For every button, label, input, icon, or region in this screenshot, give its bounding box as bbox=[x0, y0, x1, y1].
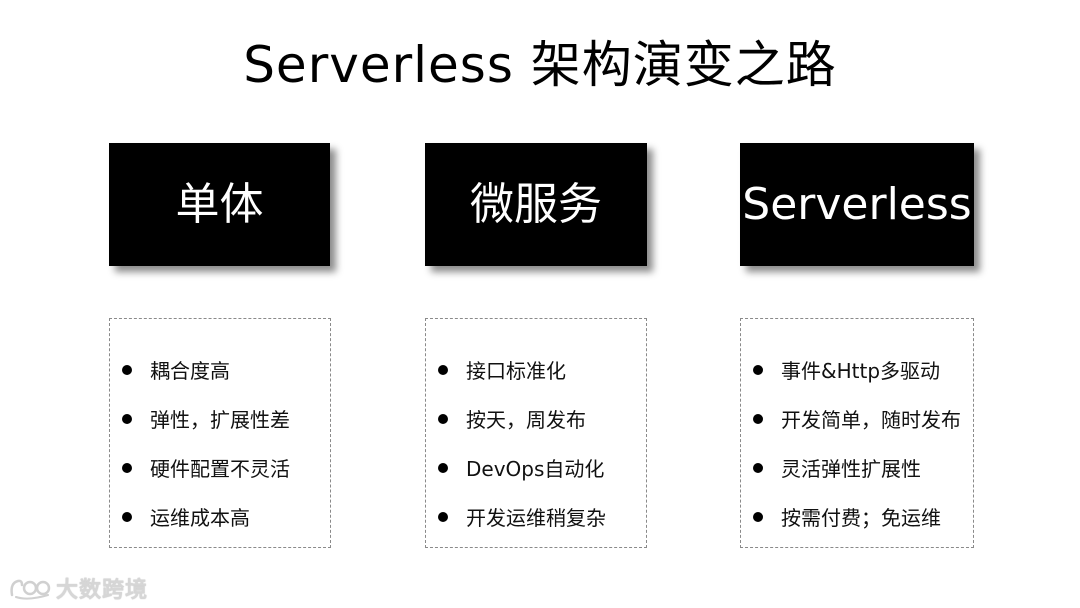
bullet-icon bbox=[122, 364, 132, 375]
bullet-icon bbox=[753, 364, 763, 375]
list-item-text: 耦合度高 bbox=[150, 359, 230, 383]
watermark: 大数跨境 bbox=[8, 572, 148, 604]
monolith-heading-box: 单体 bbox=[109, 143, 330, 266]
bullet-icon bbox=[122, 462, 132, 473]
list-item: 弹性，扩展性差 bbox=[110, 394, 330, 443]
bullet-icon bbox=[753, 413, 763, 424]
bullet-icon bbox=[122, 413, 132, 424]
list-item-text: 运维成本高 bbox=[150, 506, 250, 530]
list-item: 耦合度高 bbox=[110, 345, 330, 394]
list-item-text: DevOps自动化 bbox=[466, 457, 605, 481]
list-item-text: 按天，周发布 bbox=[466, 408, 586, 432]
list-item-text: 开发简单，随时发布 bbox=[781, 408, 961, 432]
list-item-text: 事件&Http多驱动 bbox=[781, 359, 941, 383]
list-item: DevOps自动化 bbox=[426, 443, 646, 492]
list-item-text: 开发运维稍复杂 bbox=[466, 506, 606, 530]
list-item: 按天，周发布 bbox=[426, 394, 646, 443]
watermark-logo-icon bbox=[10, 579, 51, 600]
list-item-text: 按需付费；免运维 bbox=[781, 506, 941, 530]
list-item-text: 接口标准化 bbox=[466, 359, 566, 383]
serverless-feature-list: 事件&Http多驱动 开发简单，随时发布 灵活弹性扩展性 按需付费；免运维 bbox=[740, 318, 974, 548]
list-item: 运维成本高 bbox=[110, 492, 330, 541]
monolith-feature-list: 耦合度高 弹性，扩展性差 硬件配置不灵活 运维成本高 bbox=[109, 318, 331, 548]
list-item: 开发运维稍复杂 bbox=[426, 492, 646, 541]
watermark-text: 大数跨境 bbox=[56, 578, 149, 603]
bullet-icon bbox=[438, 462, 448, 473]
list-item-text: 灵活弹性扩展性 bbox=[781, 457, 921, 481]
microservice-heading: 微服务 bbox=[470, 178, 602, 230]
list-item-text: 硬件配置不灵活 bbox=[150, 457, 290, 481]
slide-title: Serverless 架构演变之路 bbox=[243, 36, 837, 94]
list-item: 事件&Http多驱动 bbox=[741, 345, 973, 394]
bullet-icon bbox=[753, 462, 763, 473]
serverless-heading-box: Serverless bbox=[740, 143, 974, 266]
list-item: 灵活弹性扩展性 bbox=[741, 443, 973, 492]
list-item: 按需付费；免运维 bbox=[741, 492, 973, 541]
list-item: 开发简单，随时发布 bbox=[741, 394, 973, 443]
serverless-heading: Serverless bbox=[742, 178, 972, 230]
bullet-icon bbox=[438, 364, 448, 375]
list-item-text: 弹性，扩展性差 bbox=[150, 408, 290, 432]
list-item: 接口标准化 bbox=[426, 345, 646, 394]
microservice-heading-box: 微服务 bbox=[425, 143, 647, 266]
bullet-icon bbox=[753, 511, 763, 522]
bullet-icon bbox=[438, 413, 448, 424]
bullet-icon bbox=[438, 511, 448, 522]
microservice-feature-list: 接口标准化 按天，周发布 DevOps自动化 开发运维稍复杂 bbox=[425, 318, 647, 548]
monolith-heading: 单体 bbox=[175, 178, 264, 230]
list-item: 硬件配置不灵活 bbox=[110, 443, 330, 492]
bullet-icon bbox=[122, 511, 132, 522]
